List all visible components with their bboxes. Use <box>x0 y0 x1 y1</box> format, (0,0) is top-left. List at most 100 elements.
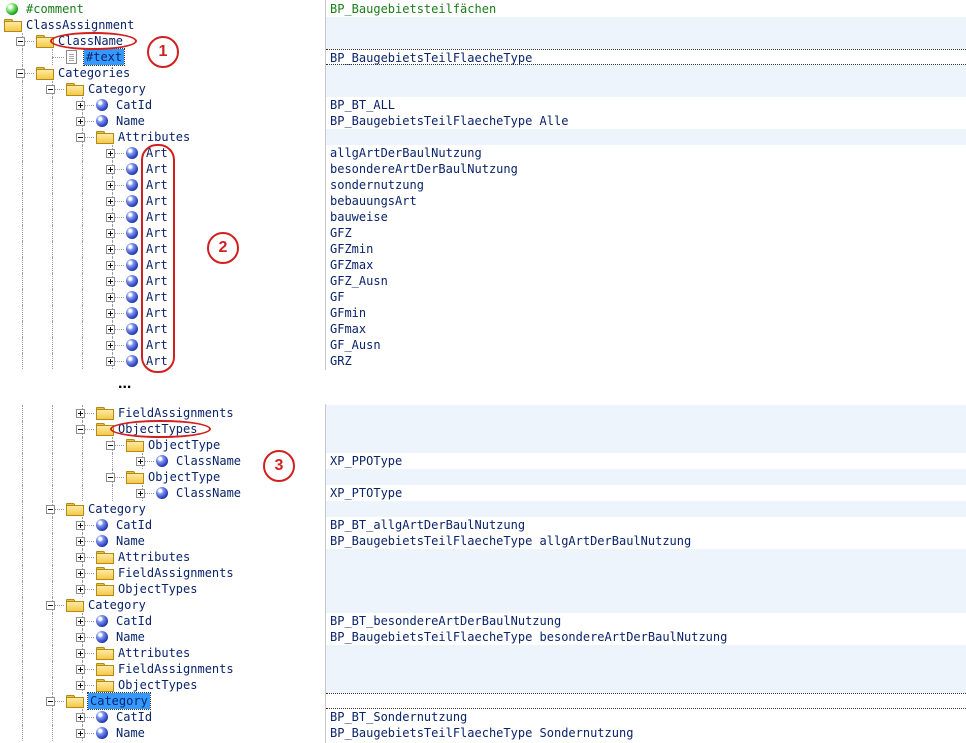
node-value[interactable] <box>326 693 966 709</box>
expand-plus-icon[interactable] <box>76 569 85 578</box>
node-label[interactable]: Name <box>116 114 145 128</box>
tree-node[interactable]: ObjectType <box>0 469 326 485</box>
expand-plus-icon[interactable] <box>76 409 85 418</box>
node-value[interactable] <box>326 65 966 81</box>
tree-node[interactable]: Attributes <box>0 549 326 565</box>
collapse-minus-icon[interactable] <box>106 441 115 450</box>
column-divider[interactable] <box>325 404 326 743</box>
tree-node[interactable]: Attributes <box>0 129 326 145</box>
node-value[interactable] <box>326 421 966 437</box>
tree-node[interactable]: Name <box>0 629 326 645</box>
node-value[interactable]: GF_Ausn <box>330 338 381 352</box>
tree-node[interactable]: Categories <box>0 65 326 81</box>
expand-plus-icon[interactable] <box>76 681 85 690</box>
tree-node[interactable]: FieldAssignments <box>0 405 326 421</box>
node-value[interactable] <box>326 129 966 145</box>
expand-plus-icon[interactable] <box>106 213 115 222</box>
node-label[interactable]: ClassName <box>176 486 242 500</box>
node-label[interactable]: Art <box>146 258 168 272</box>
expand-plus-icon[interactable] <box>76 101 85 110</box>
tree-node[interactable]: CatId <box>0 613 326 629</box>
node-label[interactable]: Art <box>146 178 168 192</box>
node-value[interactable]: GF <box>330 290 345 304</box>
node-label[interactable]: CatId <box>116 614 153 628</box>
node-label[interactable]: Art <box>146 290 168 304</box>
node-value[interactable]: bauweise <box>330 210 388 224</box>
collapse-minus-icon[interactable] <box>76 133 85 142</box>
expand-plus-icon[interactable] <box>106 197 115 206</box>
expand-plus-icon[interactable] <box>106 357 115 366</box>
node-label[interactable]: ObjectType <box>148 470 221 484</box>
expand-plus-icon[interactable] <box>106 149 115 158</box>
expand-plus-icon[interactable] <box>76 521 85 530</box>
node-value[interactable]: GFmin <box>330 306 367 320</box>
expand-plus-icon[interactable] <box>106 181 115 190</box>
expand-plus-icon[interactable] <box>106 325 115 334</box>
node-value[interactable]: GFZmax <box>330 258 374 272</box>
node-label[interactable]: Art <box>146 210 168 224</box>
tree-node[interactable]: Art <box>0 177 326 193</box>
tree-node[interactable]: Art <box>0 337 326 353</box>
node-label[interactable]: Category <box>87 692 151 710</box>
node-label[interactable]: Attributes <box>118 646 191 660</box>
node-label[interactable]: FieldAssignments <box>118 406 234 420</box>
tree-node[interactable]: CatId <box>0 97 326 113</box>
expand-plus-icon[interactable] <box>106 293 115 302</box>
tree-node[interactable]: FieldAssignments <box>0 661 326 677</box>
node-label[interactable]: ObjectTypes <box>118 678 198 692</box>
node-value[interactable] <box>326 677 966 693</box>
node-value[interactable]: BP_BT_Sondernutzung <box>330 710 468 724</box>
node-label[interactable]: ObjectTypes <box>118 582 198 596</box>
tree-node[interactable]: Art <box>0 289 326 305</box>
node-value[interactable]: BP_BT_besondereArtDerBaulNutzung <box>330 614 562 628</box>
node-value[interactable] <box>326 661 966 677</box>
node-value[interactable] <box>326 17 966 33</box>
node-label[interactable]: #text <box>82 48 126 66</box>
node-value[interactable] <box>326 549 966 565</box>
expand-plus-icon[interactable] <box>76 617 85 626</box>
node-value[interactable] <box>326 645 966 661</box>
tree-node[interactable]: Art <box>0 193 326 209</box>
tree-node[interactable]: Art <box>0 305 326 321</box>
node-value[interactable]: GFZ_Ausn <box>330 274 388 288</box>
node-label[interactable]: Category <box>88 502 146 516</box>
expand-plus-icon[interactable] <box>76 729 85 738</box>
expand-plus-icon[interactable] <box>76 537 85 546</box>
node-value[interactable]: GFZmin <box>330 242 374 256</box>
expand-plus-icon[interactable] <box>106 309 115 318</box>
tree-node[interactable]: Art <box>0 225 326 241</box>
node-label[interactable]: Art <box>146 242 168 256</box>
collapse-minus-icon[interactable] <box>76 425 85 434</box>
tree-node[interactable]: ClassAssignment <box>0 17 326 33</box>
node-value[interactable] <box>326 33 966 49</box>
expand-plus-icon[interactable] <box>106 229 115 238</box>
node-label[interactable]: Art <box>146 194 168 208</box>
node-label[interactable]: CatId <box>116 518 153 532</box>
expand-plus-icon[interactable] <box>106 165 115 174</box>
node-value[interactable]: XP_PPOType <box>330 454 403 468</box>
collapse-minus-icon[interactable] <box>46 505 55 514</box>
node-value[interactable]: sondernutzung <box>330 178 424 192</box>
tree-node[interactable]: Category <box>0 501 326 517</box>
tree-node[interactable]: Art <box>0 257 326 273</box>
node-value[interactable]: BP_BaugebietsTeilFlaecheType allgArtDerB… <box>330 534 692 548</box>
tree-node[interactable]: #text <box>0 48 326 66</box>
node-label[interactable]: Category <box>88 598 146 612</box>
expand-plus-icon[interactable] <box>76 117 85 126</box>
node-label[interactable]: FieldAssignments <box>118 662 234 676</box>
node-label[interactable]: Name <box>116 534 145 548</box>
node-value[interactable]: BP_Baugebietsteilfächen <box>330 2 497 16</box>
tree-node[interactable]: ClassName <box>0 485 326 501</box>
node-label[interactable]: Art <box>146 162 168 176</box>
tree-node[interactable]: ObjectTypes <box>0 677 326 693</box>
node-label[interactable]: Art <box>146 274 168 288</box>
node-label[interactable]: CatId <box>116 98 153 112</box>
tree-node[interactable]: ObjectType <box>0 437 326 453</box>
node-value[interactable] <box>326 597 966 613</box>
node-value[interactable] <box>326 469 966 485</box>
expand-plus-icon[interactable] <box>106 277 115 286</box>
node-label[interactable]: CatId <box>116 710 153 724</box>
expand-plus-icon[interactable] <box>76 633 85 642</box>
expand-plus-icon[interactable] <box>76 553 85 562</box>
node-label[interactable]: Art <box>146 226 168 240</box>
